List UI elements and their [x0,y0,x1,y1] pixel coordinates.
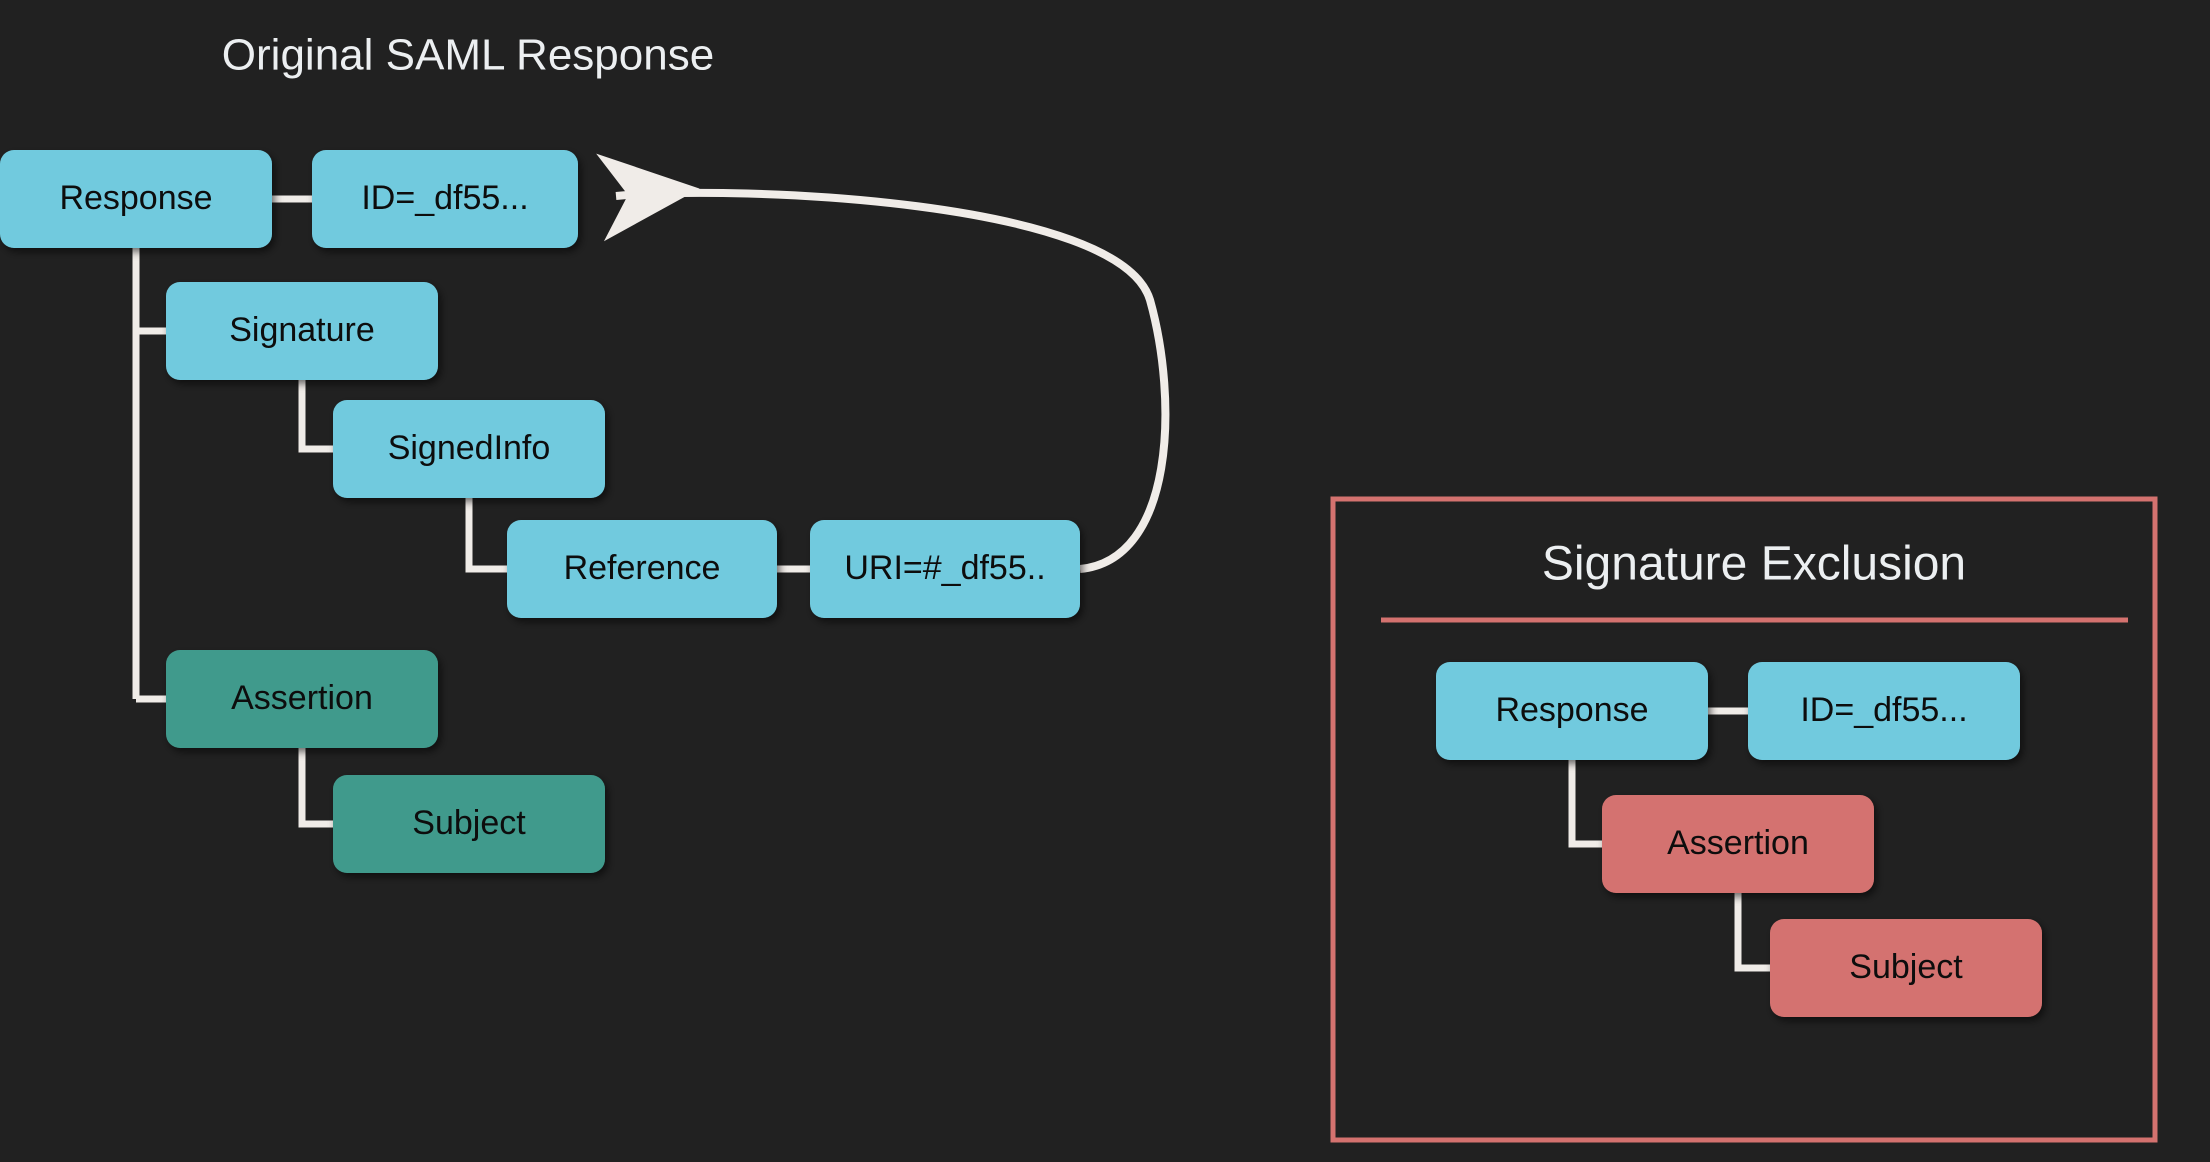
node-assertion[interactable]: Assertion [166,650,438,748]
panel-node-id-attribute-box[interactable] [1748,662,2020,760]
node-reference-box[interactable] [507,520,777,618]
node-id-attribute-box[interactable] [312,150,578,248]
panel-node-subject[interactable]: Subject [1770,919,2042,1017]
node-assertion-label: Assertion [231,679,373,717]
node-signature[interactable]: Signature [166,282,438,380]
edge-signature-to-signedinfo [298,380,333,453]
panel-node-subject-box[interactable] [1770,919,2042,1017]
node-signedinfo[interactable]: SignedInfo [333,400,605,498]
panel-node-id-attribute[interactable]: ID=_df55... [1748,662,2020,760]
panel-node-assertion-label: Assertion [1667,824,1809,862]
node-subject-box[interactable] [333,775,605,873]
left-diagram-heading: Original SAML Response [222,31,714,80]
node-signature-label: Signature [229,311,375,349]
node-reference-label: Reference [564,549,721,587]
panel-tree-nodes: Response ID=_df55... Assertion Subject [1436,662,2042,1017]
edge-response2-to-assertion2 [1568,760,1602,848]
signature-exclusion-panel: Signature Exclusion Response ID=_df55... [1330,496,2158,1143]
node-id-attribute-label: ID=_df55... [361,179,528,217]
panel-title: Signature Exclusion [1542,538,1966,591]
panel-node-response-label: Response [1495,691,1648,729]
panel-node-subject-label: Subject [1849,948,1963,986]
edge-assertion2-to-subject2 [1734,893,1770,972]
left-tree-edges [132,195,810,828]
node-id-attribute[interactable]: ID=_df55... [312,150,578,248]
node-response-box[interactable] [0,150,272,248]
node-response[interactable]: Response [0,150,272,248]
node-assertion-box[interactable] [166,650,438,748]
node-response-label: Response [59,179,212,217]
panel-frame [1330,496,2158,1143]
node-signedinfo-box[interactable] [333,400,605,498]
node-signedinfo-label: SignedInfo [388,429,551,467]
node-signature-box[interactable] [166,282,438,380]
node-uri-attribute[interactable]: URI=#_df55.. [810,520,1080,618]
left-tree-nodes: Response ID=_df55... Signature SignedInf… [0,150,1080,873]
node-subject[interactable]: Subject [333,775,605,873]
node-subject-label: Subject [412,804,526,842]
panel-tree-edges [1568,707,1770,972]
node-uri-attribute-label: URI=#_df55.. [844,549,1045,587]
panel-node-assertion[interactable]: Assertion [1602,795,1874,893]
panel-node-response-box[interactable] [1436,662,1708,760]
panel-node-assertion-box[interactable] [1602,795,1874,893]
node-reference[interactable]: Reference [507,520,777,618]
edge-signedinfo-to-reference [465,498,507,573]
panel-node-response[interactable]: Response [1436,662,1708,760]
panel-node-id-attribute-label: ID=_df55... [1800,691,1967,729]
uri-to-id-reference-arrow [596,153,1170,573]
node-uri-attribute-box[interactable] [810,520,1080,618]
reference-arrow-path [596,153,1170,573]
edge-assertion-to-subject [298,748,333,828]
